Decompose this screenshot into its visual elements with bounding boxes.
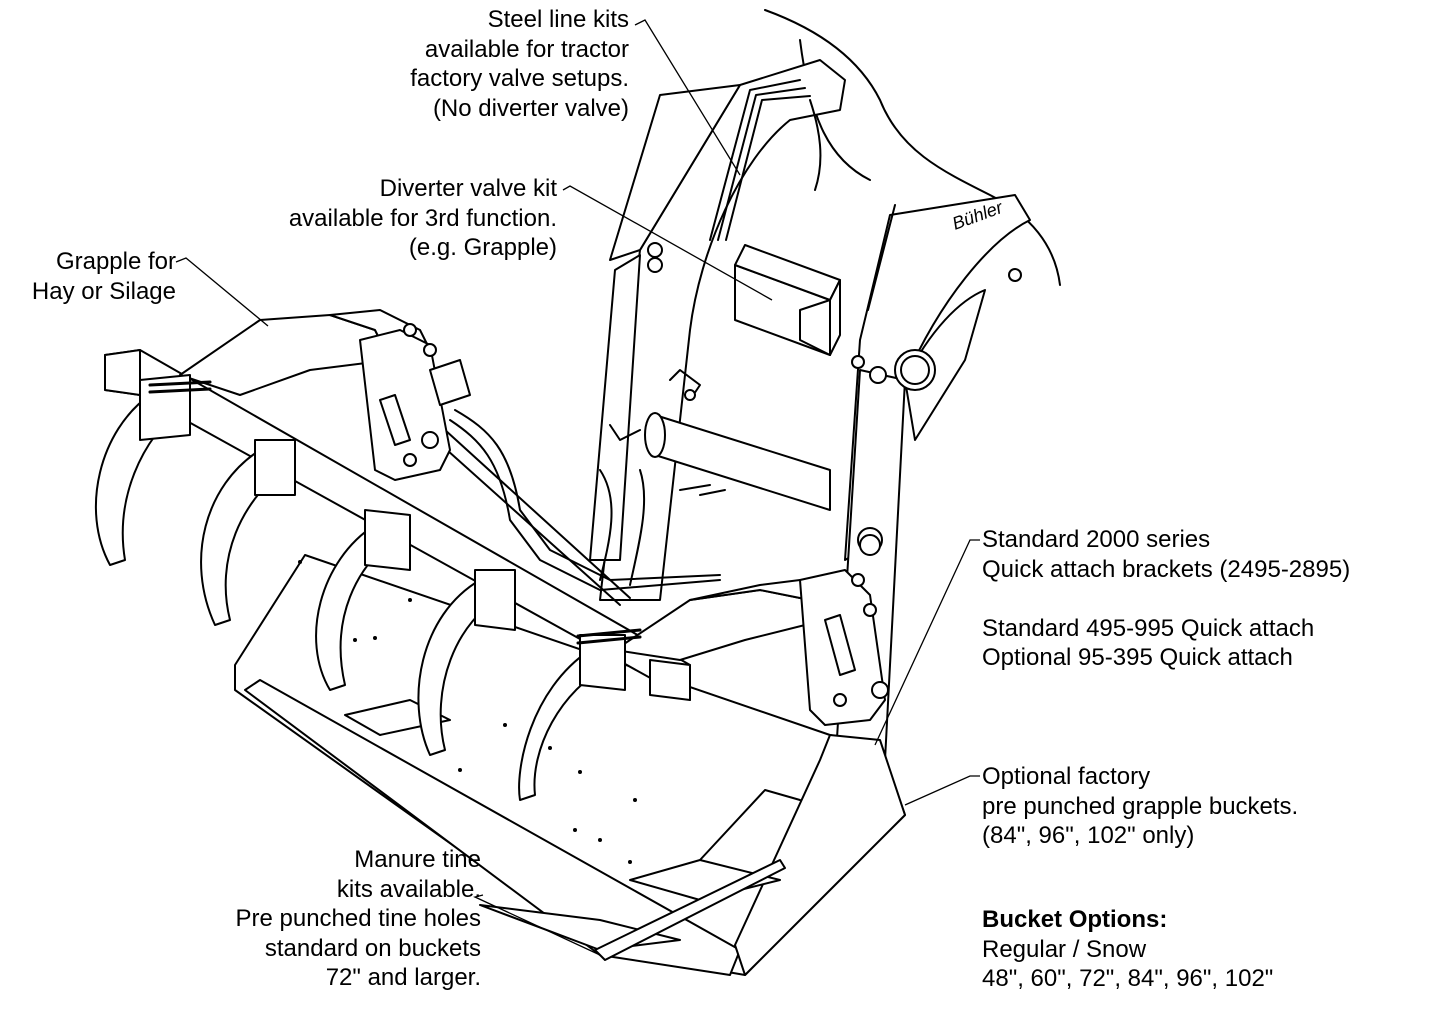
callout-grapple: Grapple for Hay or Silage bbox=[32, 247, 176, 306]
leader-steel-line-kits bbox=[634, 19, 741, 176]
tractor-hood-outline bbox=[764, 9, 1061, 286]
callout-steel-line-kits: Steel line kits available for tractor fa… bbox=[410, 5, 629, 123]
tine-rods bbox=[148, 380, 642, 645]
left-loader-arm bbox=[589, 59, 846, 601]
callout-quick-attach: Standard 2000 series Quick attach bracke… bbox=[982, 525, 1350, 673]
leader-quick-attach bbox=[874, 539, 980, 746]
quick-attach-line-1: Standard 2000 series bbox=[982, 526, 1211, 553]
diverter-valve-line-1: Diverter valve kit bbox=[379, 175, 557, 202]
steel-line-kits-line-4: (No diverter valve) bbox=[432, 94, 629, 122]
manure-tine-line-5: 72" and larger. bbox=[325, 964, 481, 991]
leader-diverter-valve bbox=[562, 185, 773, 301]
manure-tine-line-1: Manure tine bbox=[354, 846, 481, 873]
grapple-bracket-left bbox=[359, 323, 471, 481]
grapple-line-1: Grapple for bbox=[55, 248, 176, 275]
manure-tine bbox=[594, 859, 786, 961]
leader-manure-tine bbox=[473, 894, 601, 956]
callout-bucket-options: Bucket Options: Regular / Snow 48", 60",… bbox=[982, 905, 1273, 994]
bucket-tine-holes bbox=[298, 560, 637, 864]
manure-tine-line-2: kits available. bbox=[336, 875, 481, 903]
steel-line-kits-line-2: available for tractor bbox=[424, 35, 629, 63]
steel-line-kits-line-3: factory valve setups. bbox=[410, 65, 629, 92]
quick-attach-line-2: Quick attach brackets (2495-2895) bbox=[982, 555, 1351, 583]
quick-attach-line-5: Optional 95-395 Quick attach bbox=[982, 644, 1293, 671]
bucket-options-line-2: 48", 60", 72", 84", 96", 102" bbox=[982, 965, 1274, 992]
steel-line-kits-line-1: Steel line kits bbox=[487, 6, 629, 33]
quick-attach-line-3 bbox=[982, 584, 1350, 614]
diverter-valve-line-3: (e.g. Grapple) bbox=[408, 234, 557, 261]
grapple-buckets-line-2: pre punched grapple buckets. bbox=[982, 792, 1299, 820]
leader-grapple bbox=[175, 257, 269, 327]
callout-diverter-valve-kit: Diverter valve kit available for 3rd fun… bbox=[289, 174, 557, 263]
diverter-valve bbox=[734, 244, 841, 356]
bucket-options-line-1: Regular / Snow bbox=[982, 935, 1147, 963]
grapple-line-2: Hay or Silage bbox=[31, 277, 176, 305]
callout-grapple-buckets: Optional factory pre punched grapple buc… bbox=[982, 762, 1298, 851]
grapple-buckets-line-1: Optional factory bbox=[982, 763, 1151, 790]
manure-tine-line-4: standard on buckets bbox=[264, 934, 481, 962]
quick-attach-line-4: Standard 495-995 Quick attach bbox=[982, 614, 1315, 642]
grapple-bracket-right bbox=[799, 569, 889, 726]
grapple-buckets-line-3: (84", 96", 102" only) bbox=[982, 822, 1195, 849]
cross-tube bbox=[644, 412, 831, 511]
grapple-tines bbox=[94, 374, 626, 801]
leader-lines bbox=[175, 19, 980, 956]
leader-grapple-buckets bbox=[904, 775, 980, 806]
bucket-options-heading: Bucket Options: bbox=[982, 906, 1168, 933]
manure-tine-line-3: Pre punched tine holes bbox=[235, 905, 481, 932]
callout-manure-tine: Manure tine kits available. Pre punched … bbox=[235, 845, 481, 993]
steel-lines bbox=[709, 79, 822, 241]
diverter-valve-line-2: available for 3rd function. bbox=[288, 204, 557, 232]
bucket bbox=[234, 554, 906, 976]
